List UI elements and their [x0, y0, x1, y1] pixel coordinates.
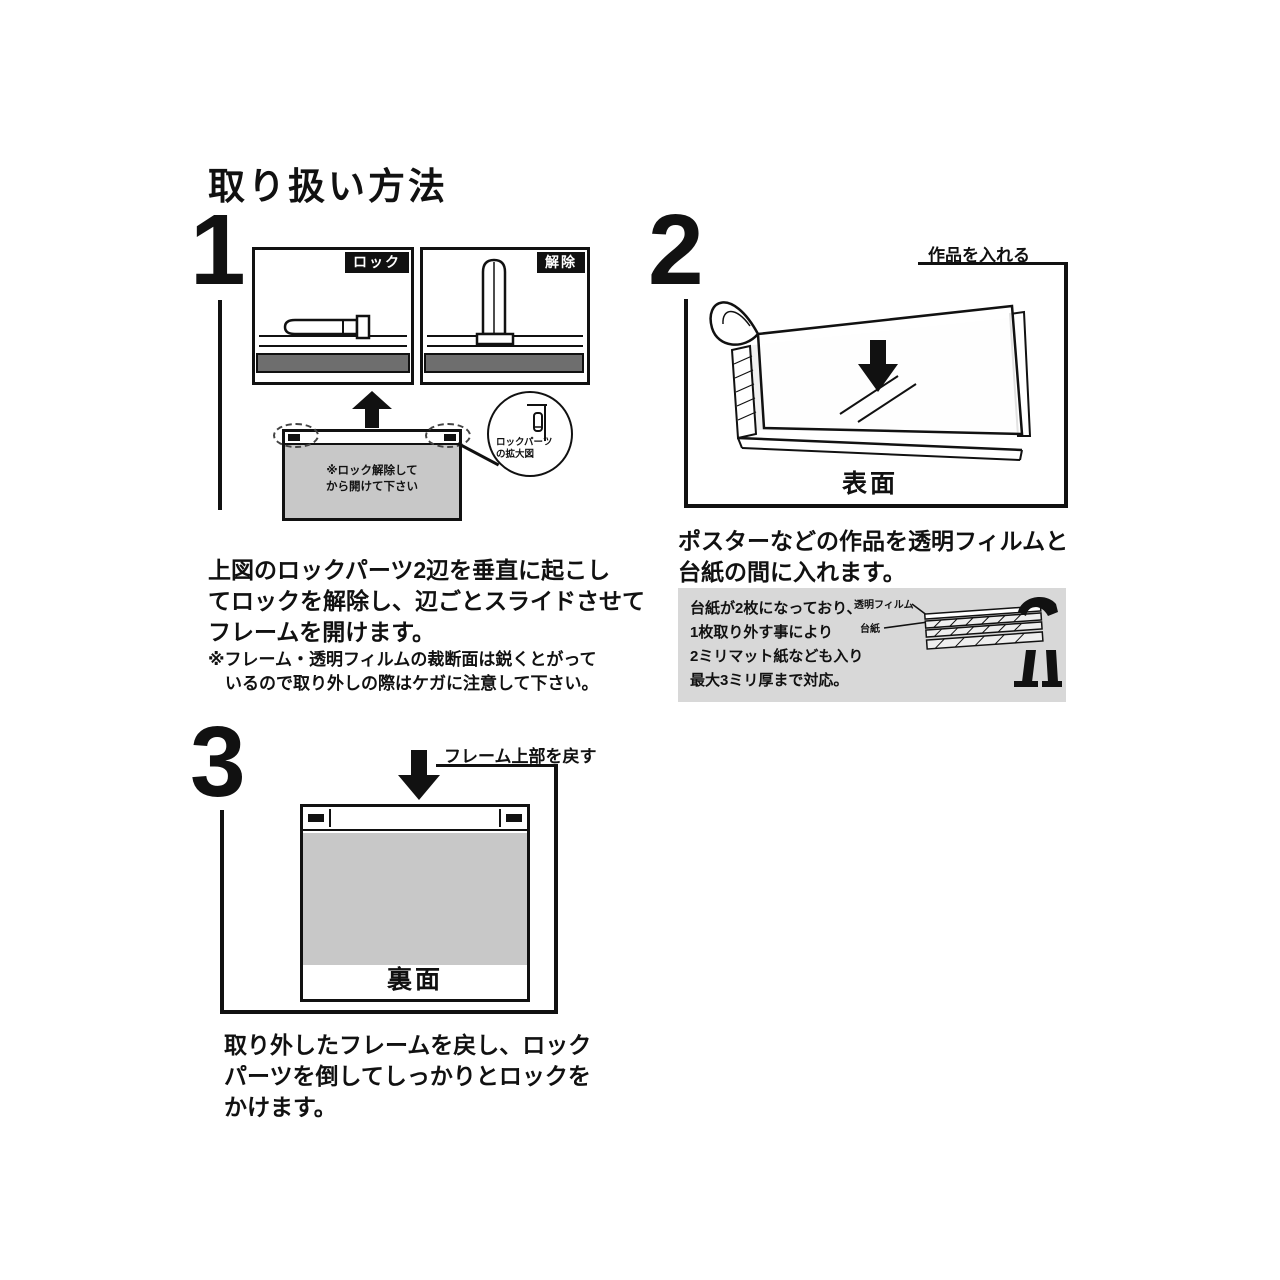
lock-ellipse-left — [273, 423, 319, 448]
down-arrow-icon — [398, 750, 440, 800]
step2-body: ポスターなどの作品を透明フィルムと 台紙の間に入れます。 — [678, 528, 1069, 585]
frame-back-view: 裏面 — [300, 804, 530, 1002]
film-label: 透明フィルム — [854, 600, 914, 611]
return-frame-label: フレーム上部を戻す — [444, 747, 597, 766]
step3-label-underline — [436, 764, 558, 767]
front-side-label: 表面 — [842, 470, 899, 498]
board-label: 台紙 — [860, 624, 880, 635]
callout-label: ロックパーツ の拡大図 — [496, 437, 553, 461]
lock-part-right-flat — [506, 814, 522, 822]
lock-panel-locked: ロック — [252, 247, 414, 385]
step1-number: 1 — [190, 194, 246, 306]
step2-number: 2 — [648, 194, 704, 306]
step2-border-bottom — [684, 504, 1068, 508]
rail-joint-right — [499, 809, 501, 827]
release-label: 解除 — [537, 252, 585, 273]
back-side-label: 裏面 — [386, 966, 443, 994]
layer-stack-drawing — [883, 597, 1062, 687]
insert-artwork-drawing — [709, 301, 1032, 461]
mat-board-info-box: 台紙が2枚になっており、 1枚取り外す事により 2ミリマット紙なども入り 最大3… — [678, 588, 1066, 702]
cross-section-diagram: 透明フィルム 台紙 — [850, 590, 1062, 700]
frame-open-note: ※ロック解除して から開けて下さい — [326, 465, 418, 493]
step3-body: 取り外したフレームを戻し、ロック パーツを倒してしっかりとロックを かけます。 — [224, 1032, 592, 1120]
up-arrow-icon — [352, 391, 392, 428]
rail-joint-left — [329, 809, 331, 827]
step3-border-right — [554, 764, 558, 1014]
lock-part-zoom-drawing — [527, 404, 547, 441]
step3-number: 3 — [190, 706, 246, 818]
lock-open-drawing — [424, 258, 584, 373]
step1-border-line — [218, 300, 222, 510]
page-title: 取り扱い方法 — [208, 166, 448, 207]
step3-border-bottom — [220, 1010, 558, 1014]
step2-label-underline — [918, 262, 1068, 265]
step2-border-left — [684, 299, 688, 508]
frame-backboard — [303, 833, 527, 965]
insert-artwork-label: 作品を入れる — [928, 246, 1030, 265]
step2-border-right — [1064, 262, 1068, 508]
lock-ellipse-right — [425, 423, 471, 448]
frame-top-rail-back — [303, 807, 527, 831]
lock-label: ロック — [345, 252, 409, 273]
step1-caution-note: ※フレーム・透明フィルムの裁断面は鋭くとがって いるので取り外しの際はケガに注意… — [208, 650, 599, 693]
step3-border-left — [220, 810, 224, 1014]
lock-panel-released: 解除 — [420, 247, 590, 385]
lock-closed-drawing — [256, 314, 410, 373]
frame-top-view: ※ロック解除して から開けて下さい — [273, 423, 471, 521]
step1-body: 上図のロックパーツ2辺を垂直に起こし てロックを解除し、辺ごとスライドさせて フ… — [208, 557, 645, 645]
info-box-text: 台紙が2枚になっており、 1枚取り外す事により 2ミリマット紙なども入り 最大3… — [690, 600, 864, 689]
lock-callout: ロックパーツ の拡大図 — [487, 391, 573, 477]
lock-part-left-flat — [308, 814, 324, 822]
